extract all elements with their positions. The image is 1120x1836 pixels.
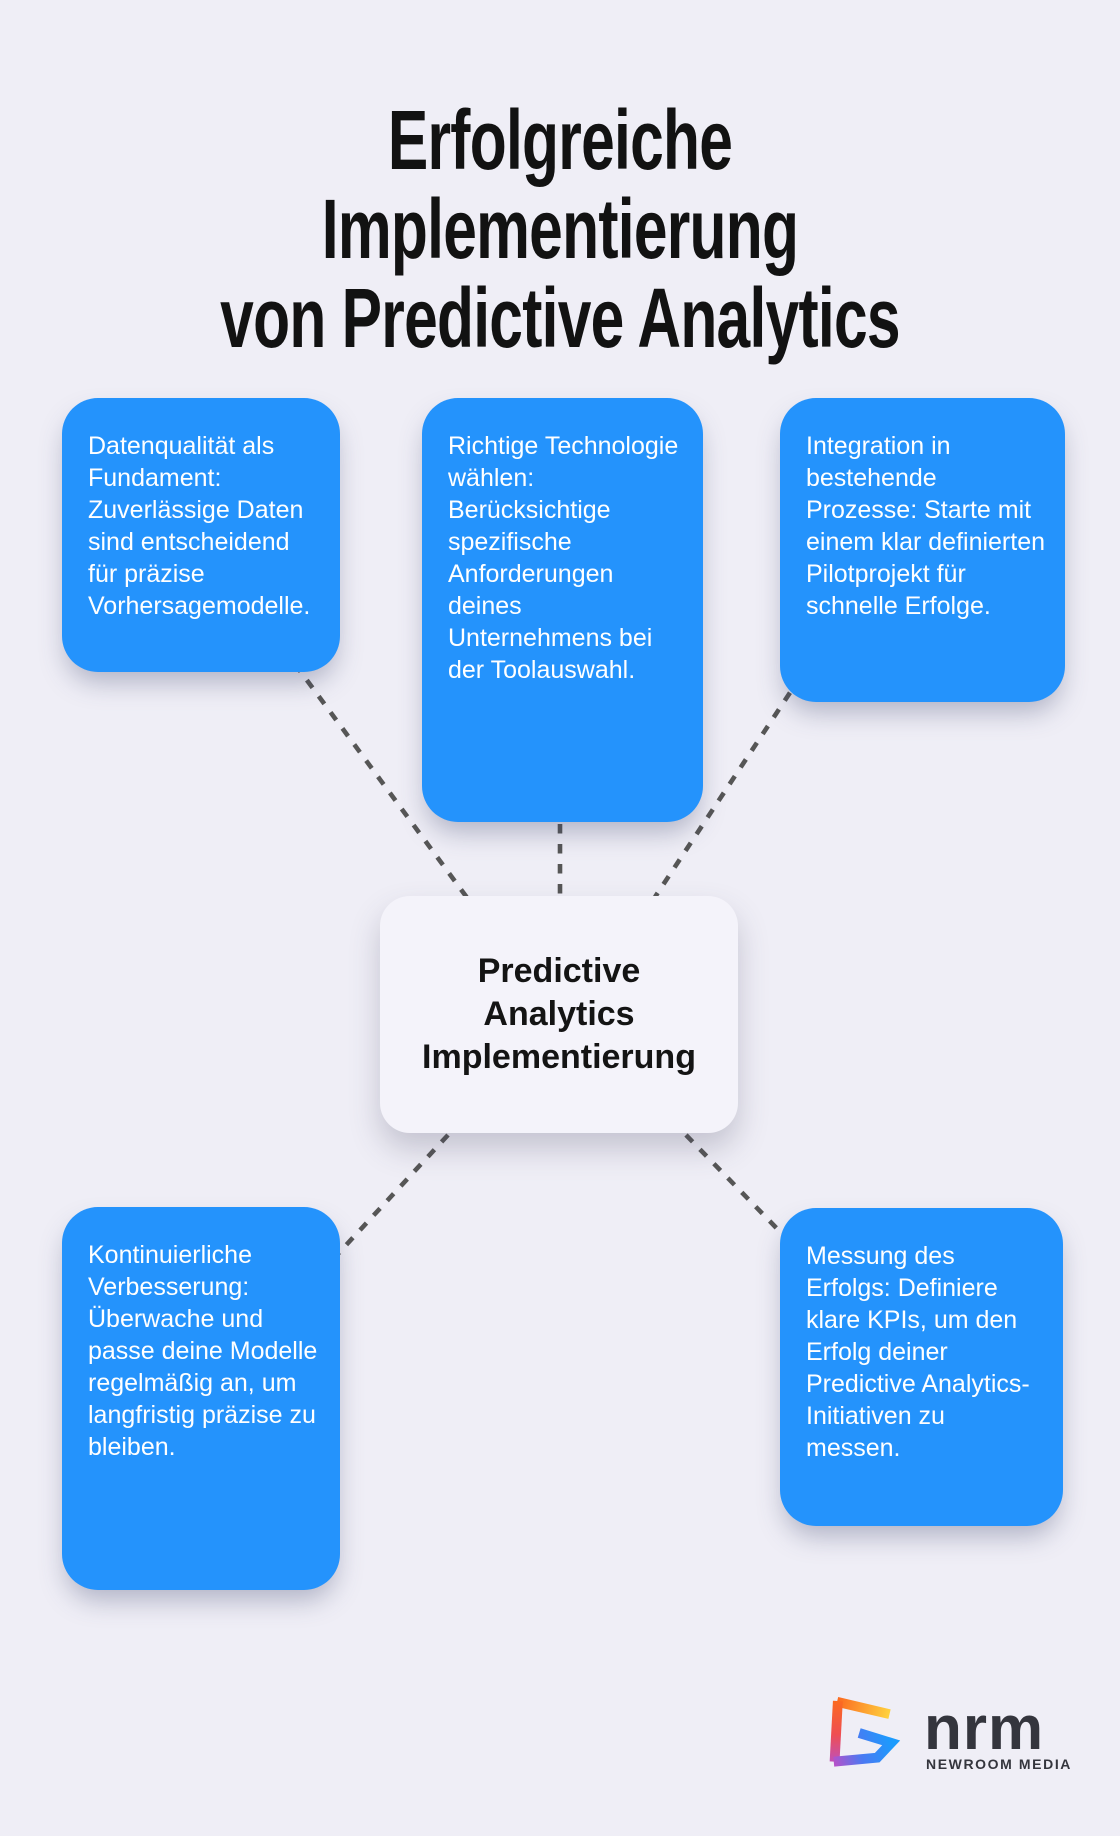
nrm-wordmark: nrm [924, 1694, 1045, 1763]
main-title: Erfolgreiche Implementierung von Predict… [157, 96, 963, 363]
topic-card-improvement: Kontinuierliche Verbesserung: Überwache … [62, 1207, 340, 1590]
nrm-tagline: NEWROOM MEDIA [926, 1756, 1073, 1772]
nrm-logo: nrm NEWROOM MEDIA [818, 1692, 1118, 1802]
topic-card-measurement: Messung des Erfolgs: Definiere klare KPI… [780, 1208, 1063, 1526]
connector-bottom-left [334, 1133, 450, 1258]
card-text: Integration in bestehende Prozesse: Star… [806, 432, 1046, 620]
topic-card-data-quality: Datenqualität als Fundament: Zuverlässig… [62, 398, 340, 672]
card-text: Richtige Technologie wählen: Berücksicht… [448, 432, 679, 684]
nrm-logo-mark-icon [829, 1697, 901, 1767]
topic-card-technology: Richtige Technologie wählen: Berücksicht… [422, 398, 703, 822]
topic-card-integration: Integration in bestehende Prozesse: Star… [780, 398, 1065, 702]
card-text: Kontinuierliche Verbesserung: Überwache … [88, 1241, 318, 1461]
central-node: Predictive Analytics Implementierung [380, 896, 738, 1133]
card-text: Datenqualität als Fundament: Zuverlässig… [88, 432, 311, 620]
connector-top-right [653, 674, 803, 899]
main-title-line-1: Erfolgreiche Implementierung [321, 93, 799, 276]
connector-bottom-right [684, 1133, 793, 1245]
main-title-line-2: von Predictive Analytics [220, 271, 900, 365]
central-node-label: Predictive Analytics Implementierung [422, 952, 696, 1076]
card-text: Messung des Erfolgs: Definiere klare KPI… [806, 1242, 1030, 1462]
connector-top-left [293, 662, 470, 901]
